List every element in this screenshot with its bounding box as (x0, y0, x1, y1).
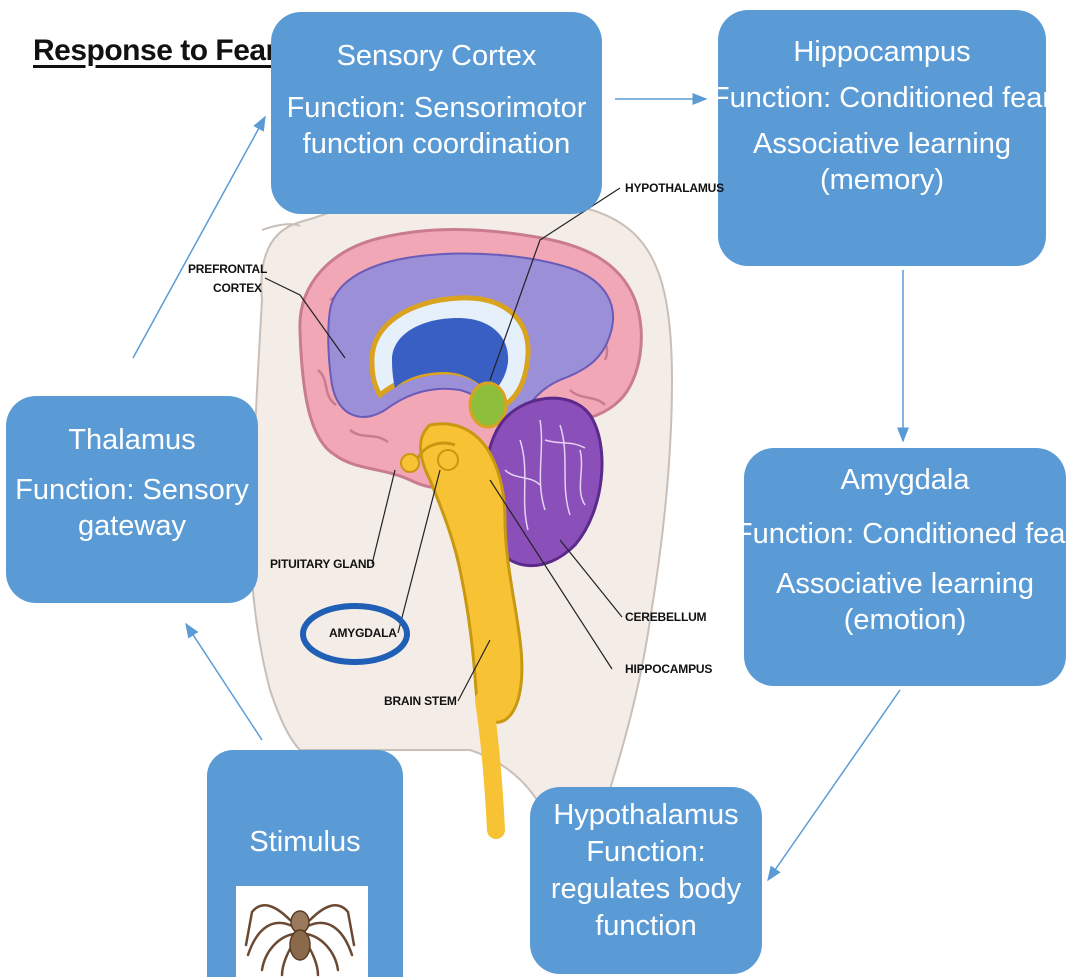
amygdala-title: Amygdala (841, 462, 970, 498)
page-title: Response to Fear (33, 34, 277, 68)
sensory-cortex-function-line-2: function coordination (303, 126, 571, 162)
spinal-cord (484, 700, 496, 830)
label-cerebellum: CEREBELLUM (625, 610, 706, 624)
arrow-amygdala-to-hypothalamus (768, 690, 900, 880)
thalamus-function-line-1: Function: Sensory (15, 472, 249, 508)
stimulus-title: Stimulus (249, 824, 360, 860)
amygdala-structure (438, 450, 458, 470)
hippocampus-box: Hippocampus Function: Conditioned fear A… (718, 10, 1046, 266)
arrow-stimulus-to-thalamus (186, 624, 262, 740)
stimulus-box-left-edge (207, 886, 236, 977)
hippocampus-function: Function: Conditioned fear (712, 80, 1052, 116)
stimulus-box: Stimulus (207, 750, 403, 886)
label-amygdala: AMYGDALA (329, 626, 397, 640)
label-brain-stem: BRAIN STEM (384, 694, 457, 708)
hippocampus-title: Hippocampus (793, 34, 970, 70)
hypothalamus-line-2: regulates body (551, 871, 741, 908)
sensory-cortex-title: Sensory Cortex (337, 38, 537, 74)
label-prefrontal-line-1: PREFRONTAL (188, 262, 267, 276)
label-pituitary-gland: PITUITARY GLAND (270, 557, 375, 571)
hypothalamus-line-3: function (595, 908, 697, 945)
stimulus-box-right-edge (368, 886, 403, 977)
thalamus-box: Thalamus Function: Sensory gateway (6, 396, 258, 603)
hypothalamus-region (470, 383, 506, 427)
label-prefrontal-line-2: CORTEX (213, 281, 262, 295)
label-hypothalamus: HYPOTHALAMUS (625, 181, 724, 195)
spider-abdomen (290, 930, 310, 960)
amygdala-assoc-line-2: (emotion) (844, 602, 967, 638)
thalamus-title: Thalamus (68, 422, 195, 458)
label-hippocampus: HIPPOCAMPUS (625, 662, 712, 676)
pituitary-gland (401, 454, 419, 472)
sensory-cortex-box: Sensory Cortex Function: Sensorimotor fu… (271, 12, 602, 214)
hypothalamus-box: Hypothalamus Function: regulates body fu… (530, 787, 762, 974)
amygdala-assoc-line-1: Associative learning (776, 566, 1034, 602)
thalamus-function-line-2: gateway (78, 508, 186, 544)
sensory-cortex-function-line-1: Function: Sensorimotor (287, 90, 587, 126)
hippocampus-assoc-line-2: (memory) (820, 162, 944, 198)
hypothalamus-title: Hypothalamus (553, 797, 738, 834)
amygdala-box: Amygdala Function: Conditioned fear Asso… (744, 448, 1066, 686)
hippocampus-assoc-line-1: Associative learning (753, 126, 1011, 162)
arrow-thalamus-to-sensory (133, 117, 265, 358)
amygdala-function: Function: Conditioned fear (735, 516, 1074, 552)
hypothalamus-line-1: Function: (586, 834, 705, 871)
